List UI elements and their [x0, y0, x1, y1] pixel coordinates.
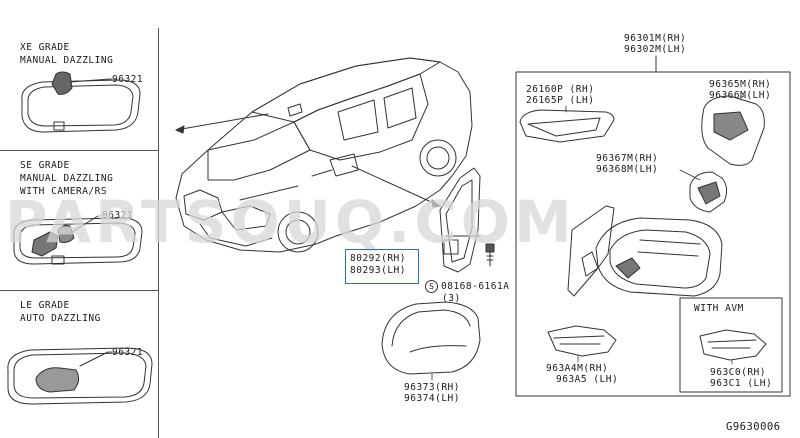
- part-number-mirror-glass-lh[interactable]: 96366M(LH): [709, 90, 772, 101]
- vehicle-drawing: [175, 57, 473, 253]
- part-number-actuator-lh[interactable]: 96368M(LH): [596, 164, 659, 175]
- mirror-body-drawing: [567, 205, 723, 297]
- part-number-actuator-rh[interactable]: 96367M(RH): [596, 153, 659, 164]
- harness-drawing: [547, 325, 617, 357]
- grade-label-le: LE GRADE: [20, 300, 70, 311]
- part-number-avm-rh[interactable]: 963C0(RH): [710, 367, 766, 378]
- part-number-harness-lh[interactable]: 963A5 (LH): [556, 374, 619, 385]
- part-number-inner-mirror-xe[interactable]: 96321: [112, 74, 144, 85]
- leader-arrows: [175, 113, 441, 208]
- finisher-drawing: [439, 167, 481, 273]
- part-number-cover-rh[interactable]: 96373(RH): [404, 382, 460, 393]
- grade-label-xe: XE GRADE: [20, 42, 70, 53]
- actuator-drawing: [689, 171, 728, 213]
- watermark-text: PARTSOUQ.COM: [5, 188, 576, 256]
- part-number-inner-mirror-le[interactable]: 96321: [112, 347, 144, 358]
- part-number-harness-rh[interactable]: 963A4M(RH): [546, 363, 609, 374]
- mirror-assembly-frame: [515, 55, 791, 397]
- turn-lamp-drawing: [519, 109, 615, 143]
- avm-heading: WITH AVM: [694, 303, 744, 314]
- inner-mirror-xe-drawing: [21, 71, 141, 133]
- screw-quantity: (3): [442, 293, 461, 304]
- grade-desc-le: AUTO DAZZLING: [20, 313, 101, 324]
- part-number-turn-lamp-rh[interactable]: 26160P (RH): [526, 84, 595, 95]
- grade-desc-se-2: WITH CAMERA/RS: [20, 186, 108, 197]
- inner-mirror-le-drawing: [7, 347, 153, 405]
- part-number-finisher-rh[interactable]: 80292(RH): [350, 253, 406, 264]
- section-divider: [0, 150, 158, 151]
- part-number-avm-lh[interactable]: 963C1 (LH): [710, 378, 773, 389]
- part-number-cover-lh[interactable]: 96374(LH): [404, 393, 460, 404]
- left-panel-border: [158, 28, 159, 438]
- part-number-mirror-assembly-lh[interactable]: 96302M(LH): [624, 44, 687, 55]
- label-leaders: [99, 78, 745, 381]
- mirror-cover-drawing: [381, 301, 481, 375]
- screw-drawing: [485, 243, 495, 267]
- diagram-code: G9630006: [726, 421, 781, 433]
- grade-label-se: SE GRADE: [20, 160, 70, 171]
- part-number-mirror-glass-rh[interactable]: 96365M(RH): [709, 79, 772, 90]
- avm-box: [679, 297, 783, 393]
- grade-desc-xe: MANUAL DAZZLING: [20, 55, 114, 66]
- grade-desc-se-1: MANUAL DAZZLING: [20, 173, 114, 184]
- inner-mirror-se-drawing: [13, 215, 143, 265]
- mirror-glass-drawing: [701, 95, 765, 166]
- section-divider: [0, 290, 158, 291]
- part-number-finisher-lh[interactable]: 80293(LH): [350, 265, 406, 276]
- part-number-inner-mirror-se[interactable]: 96321: [102, 210, 134, 221]
- screw-symbol: S: [425, 280, 438, 293]
- highlighted-part-callout[interactable]: [345, 249, 419, 284]
- part-number-screw[interactable]: 08168-6161A: [441, 281, 510, 292]
- part-number-mirror-assembly-rh[interactable]: 96301M(RH): [624, 33, 687, 44]
- part-number-turn-lamp-lh[interactable]: 26165P (LH): [526, 95, 595, 106]
